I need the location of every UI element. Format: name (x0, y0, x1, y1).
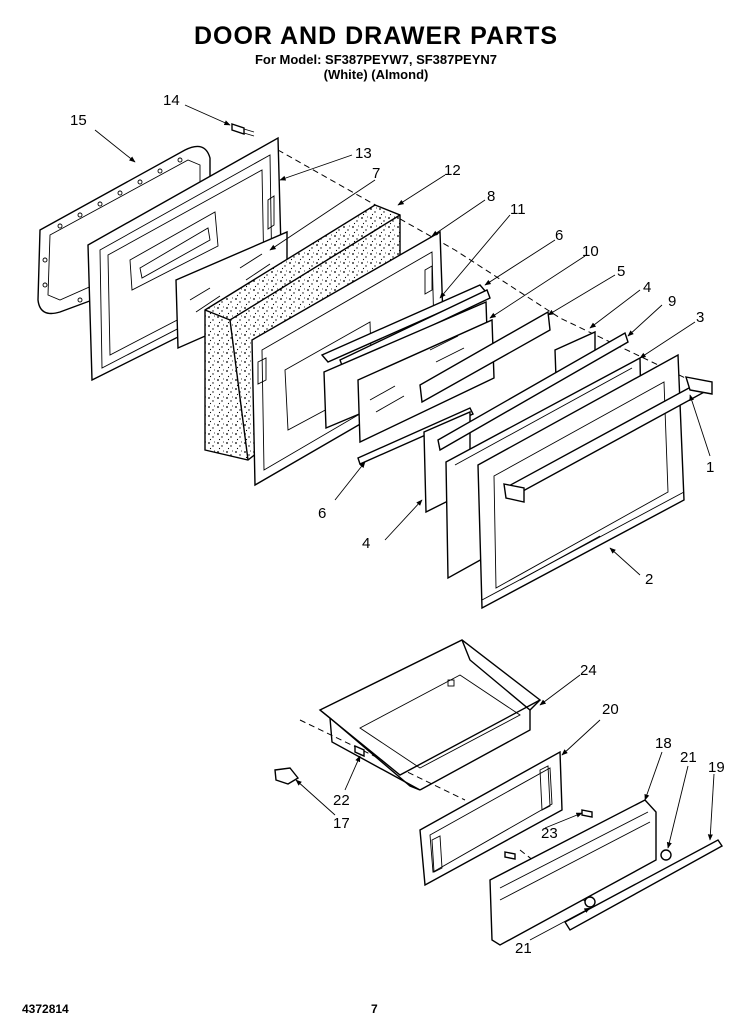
callout-20: 20 (602, 701, 619, 718)
callout-7: 7 (372, 165, 380, 182)
part-21-nut-right (660, 849, 672, 861)
part-5-spacer (419, 310, 551, 404)
part-22-screw (354, 744, 365, 758)
part-23-screws (504, 809, 593, 860)
callout-6-upper: 6 (555, 227, 563, 244)
part-6-lower-channel (357, 407, 474, 465)
part-9-trim (437, 331, 629, 452)
part-17-clip (274, 767, 300, 785)
callout-6-lower: 6 (318, 505, 326, 522)
callout-12: 12 (444, 162, 461, 179)
callout-13: 13 (355, 145, 372, 162)
callout-21-lower: 21 (515, 940, 532, 957)
part-21-nut-left (584, 896, 596, 908)
part-19-drawer-trim (564, 839, 724, 931)
part-14-screw (231, 123, 255, 137)
callout-22: 22 (333, 792, 350, 809)
callout-17: 17 (333, 815, 350, 832)
model-line: For Model: SF387PEYW7, SF387PEYN7 (254, 52, 498, 67)
callout-1: 1 (706, 459, 714, 476)
callout-18: 18 (655, 735, 672, 752)
page-title: DOOR AND DRAWER PARTS (193, 22, 559, 50)
leader-arrows (94, 104, 715, 941)
callout-9: 9 (668, 293, 676, 310)
callout-19: 19 (708, 759, 725, 776)
callout-4-lower: 4 (362, 535, 370, 552)
part-24-drawer-body (318, 639, 542, 791)
part-1-handle (503, 376, 713, 503)
callout-24: 24 (580, 662, 597, 679)
callout-11: 11 (510, 201, 526, 218)
callout-10: 10 (582, 243, 599, 260)
callout-8: 8 (487, 188, 495, 205)
part-20-drawer-inner-panel (419, 750, 563, 887)
callout-labels: 14 15 13 7 12 8 11 6 10 5 4 9 3 1 2 6 4 … (70, 92, 725, 957)
callout-15: 15 (70, 112, 87, 129)
callout-3: 3 (696, 309, 704, 326)
callout-21-upper: 21 (680, 749, 697, 766)
page-number: 7 (371, 1002, 378, 1016)
document-number: 4372814 (22, 1002, 69, 1016)
callout-5: 5 (617, 263, 625, 280)
callout-4-upper: 4 (643, 279, 651, 296)
callout-2: 2 (645, 571, 653, 588)
callout-14: 14 (163, 92, 180, 109)
callout-23: 23 (541, 825, 558, 842)
color-line: (White) (Almond) (323, 67, 429, 82)
